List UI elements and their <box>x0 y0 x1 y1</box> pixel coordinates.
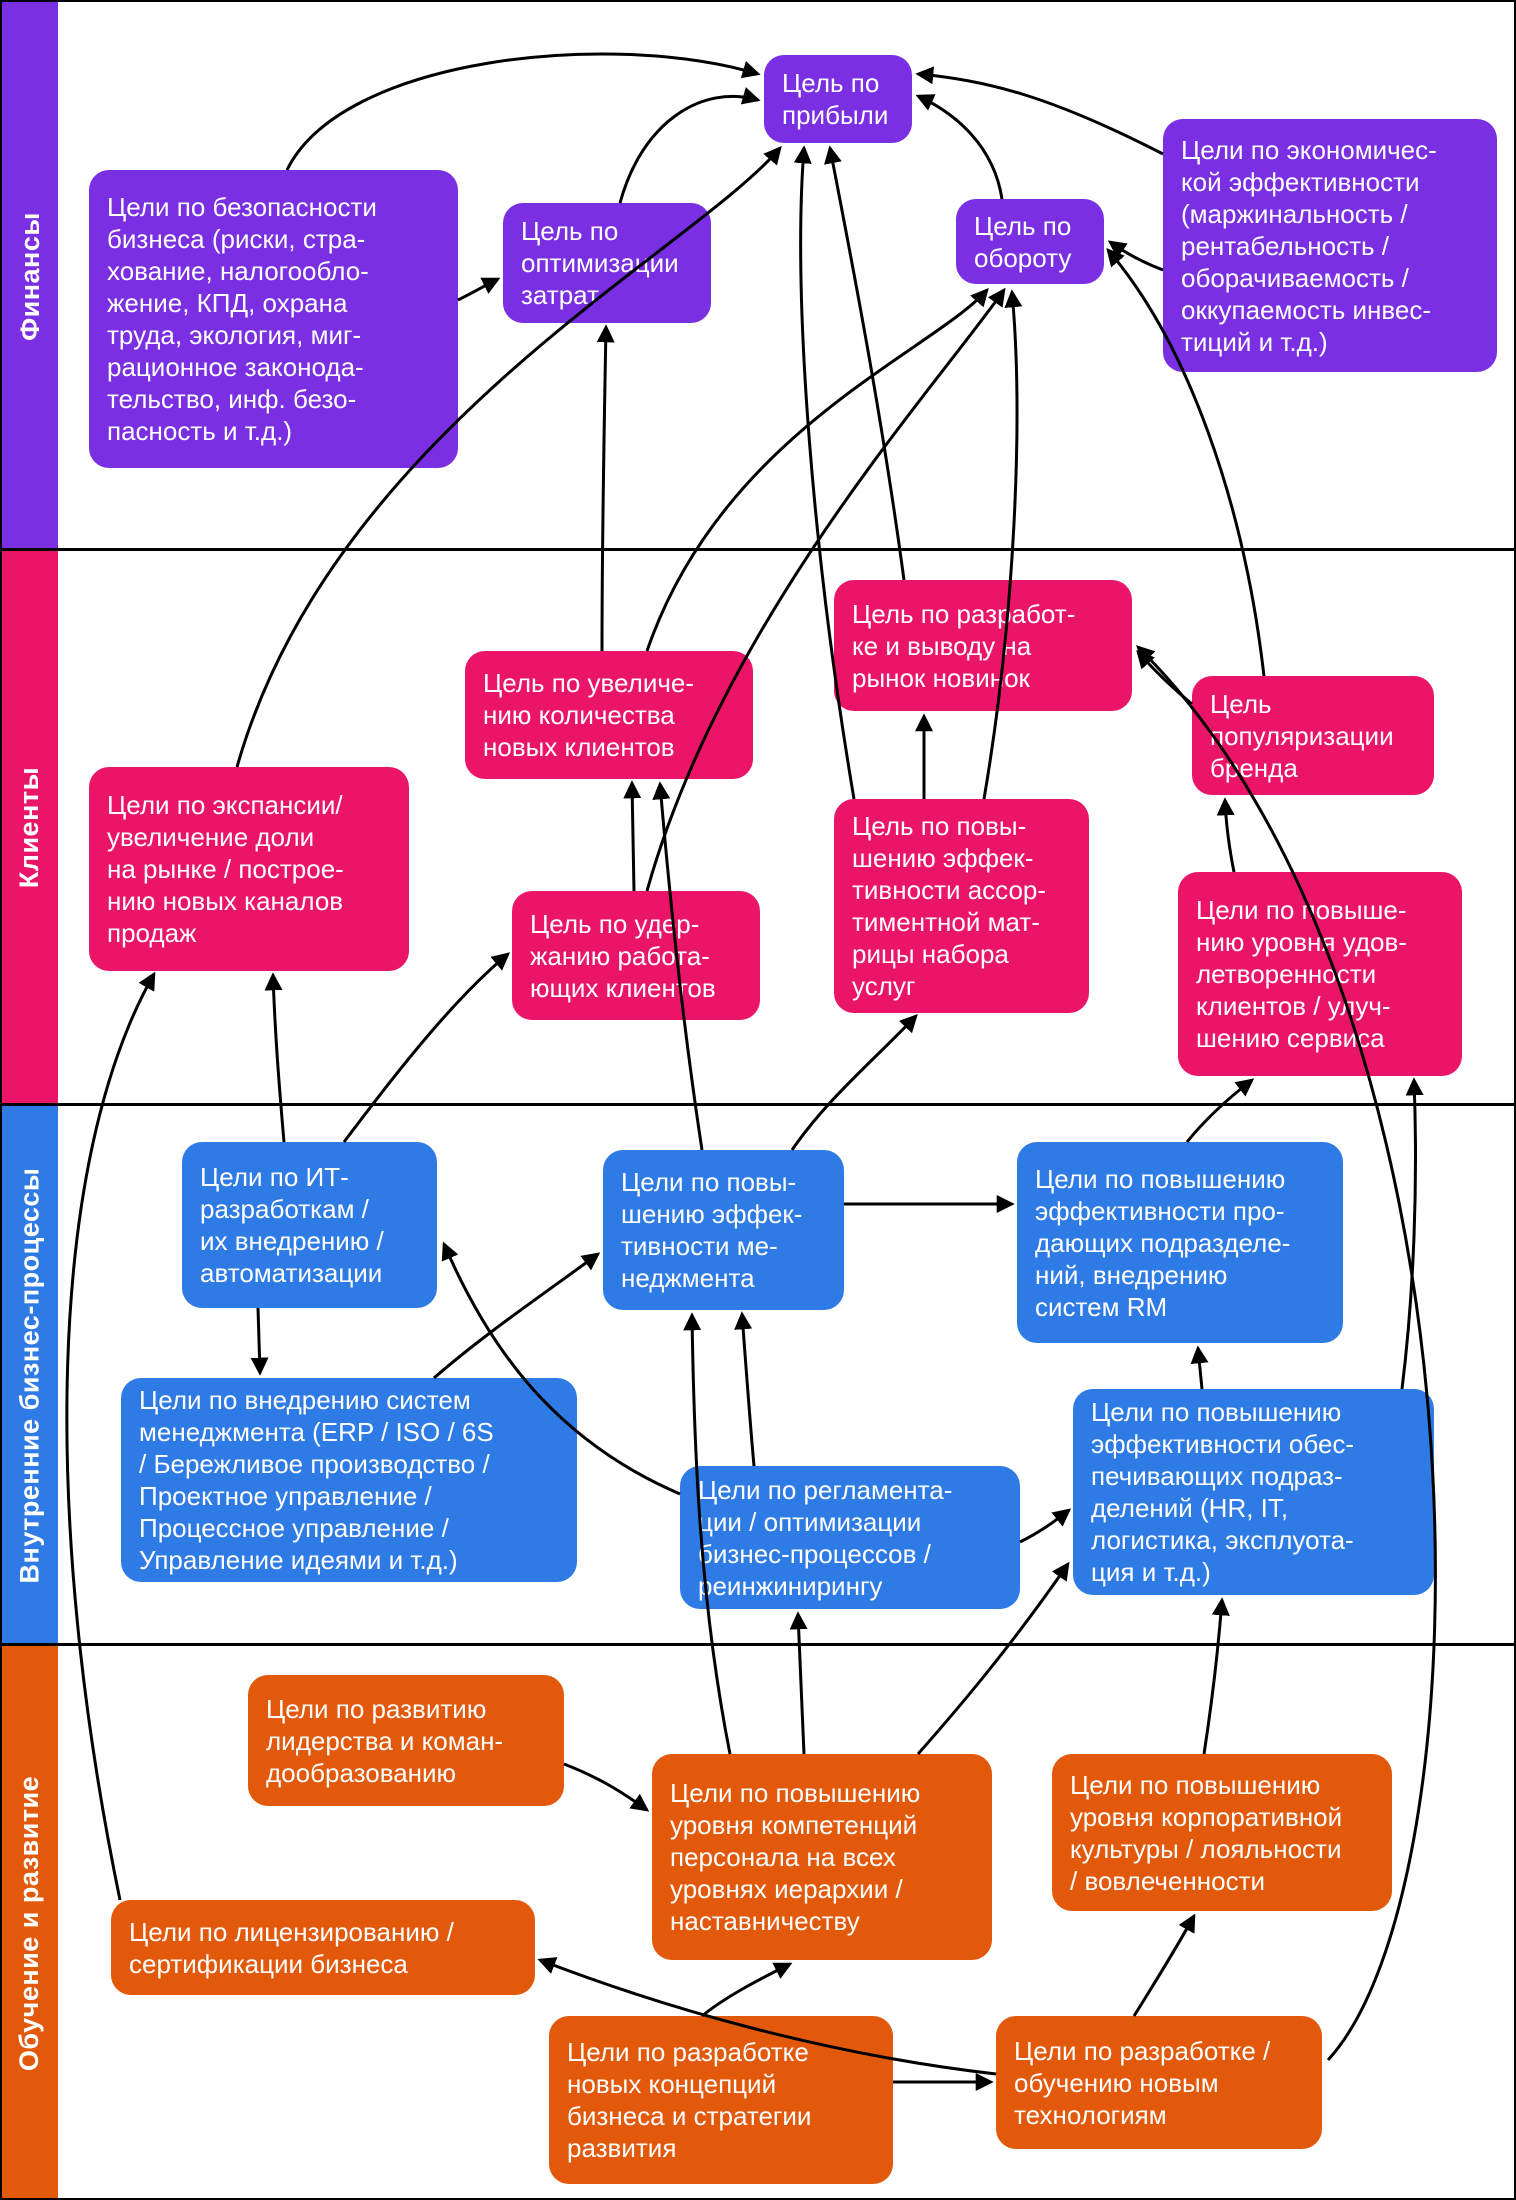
band-divider <box>2 1643 1514 1646</box>
goal-node-brand: Цель популяризации бренда <box>1192 676 1434 795</box>
edge-culture-to-support_eff <box>1202 1597 1230 1755</box>
goal-node-turnover: Цель по обороту <box>956 199 1104 284</box>
edge-regulation-to-mgmt_eff <box>734 1311 756 1467</box>
edge-it-to-mgmt_systems <box>250 1307 269 1376</box>
edge-leadership-to-competence <box>563 1762 650 1812</box>
edge-retention-to-new_clients <box>623 780 642 892</box>
goal-node-concepts: Цели по разработке новых концепций бизне… <box>549 2016 893 2184</box>
goal-node-mgmt_eff: Цели по повы- шению эффек- тивности ме- … <box>603 1150 844 1310</box>
edge-competence-to-regulation <box>789 1611 808 1755</box>
goal-node-licensing: Цели по лицензированию / сертификации би… <box>111 1900 535 1995</box>
edge-technologies-to-culture <box>1132 1913 1196 2017</box>
goal-node-econ: Цели по экономичес- кой эффективности (м… <box>1163 119 1497 372</box>
band-strip-learning: Обучение и развитие <box>2 1645 58 2198</box>
edge-it-to-expansion <box>264 972 286 1143</box>
band-strip-finance: Финансы <box>2 2 58 550</box>
edge-support_eff-to-satisfaction <box>1400 1077 1424 1390</box>
edge-mgmt_eff-to-assortment <box>790 1014 918 1151</box>
goal-node-mgmt_systems: Цели по внедрению систем менеджмента (ER… <box>121 1378 577 1582</box>
edge-security-to-profit <box>285 52 761 171</box>
edge-econ-to-turnover <box>1107 240 1164 272</box>
goal-node-leadership: Цели по развитию лидерства и коман- дооб… <box>248 1675 564 1806</box>
goal-node-it: Цели по ИТ- разработкам / их внедрению /… <box>182 1142 437 1308</box>
edge-support_eff-to-sales_eff <box>1190 1345 1209 1390</box>
edge-econ-to-profit <box>915 66 1164 156</box>
goal-node-security: Цели по безопасности бизнеса (риски, стр… <box>89 170 458 468</box>
band-label-finance: Финансы <box>14 211 45 341</box>
goal-node-assortment: Цель по повы- шению эффек- тивности ассо… <box>834 799 1089 1013</box>
band-label-learning: Обучение и развитие <box>14 1775 45 2072</box>
goal-node-sales_eff: Цели по повышению эффективности про- даю… <box>1017 1142 1343 1343</box>
edge-cost-to-profit <box>618 87 761 204</box>
band-divider <box>2 548 1514 551</box>
edge-regulation-to-support_eff <box>1019 1508 1072 1544</box>
goal-node-support_eff: Цели по повышению эффективности обес- пе… <box>1073 1389 1434 1595</box>
goal-node-technologies: Цели по разработке / обучению новым техн… <box>996 2016 1322 2149</box>
band-label-clients: Клиенты <box>14 766 45 889</box>
edge-new_products-to-profit <box>824 145 906 581</box>
band-divider <box>2 1103 1514 1106</box>
band-label-process: Внутренние бизнес-процессы <box>14 1167 45 1583</box>
goal-node-retention: Цель по удер- жанию работа- ющих клиенто… <box>512 891 760 1020</box>
goal-node-regulation: Цели по регламента- ции / оптимизации би… <box>680 1466 1020 1609</box>
edge-mgmt_systems-to-mgmt_eff <box>433 1252 601 1380</box>
edge-security-to-cost <box>457 277 501 302</box>
band-strip-clients: Клиенты <box>2 550 58 1105</box>
edge-satisfaction-to-brand <box>1216 797 1236 873</box>
edge-brand-to-new_products <box>1136 649 1193 706</box>
goal-node-satisfaction: Цели по повыше- нию уровня удов- летворе… <box>1178 872 1462 1076</box>
edge-sales_eff-to-satisfaction <box>1185 1078 1255 1143</box>
edge-it-to-retention <box>342 952 511 1143</box>
goal-node-cost: Цель по оптимизации затрат <box>503 203 711 323</box>
edge-concepts-to-competence <box>701 1962 793 2018</box>
goal-node-expansion: Цели по экспансии/ увеличение доли на ры… <box>89 767 409 971</box>
goal-node-profit: Цель по прибыли <box>764 55 912 143</box>
edge-turnover-to-profit <box>915 94 1004 200</box>
edge-assortment-to-turnover <box>982 289 1023 800</box>
goal-node-competence: Цели по повышению уровня компетенций пер… <box>652 1754 992 1960</box>
edge-new_clients-to-cost <box>596 324 615 652</box>
goal-node-new_products: Цель по разработ- ке и выводу на рынок н… <box>834 580 1132 711</box>
goal-node-culture: Цели по повышению уровня корпоративной к… <box>1052 1754 1392 1911</box>
goal-node-new_clients: Цель по увеличе- нию количества новых кл… <box>465 651 753 779</box>
band-strip-process: Внутренние бизнес-процессы <box>2 1105 58 1645</box>
